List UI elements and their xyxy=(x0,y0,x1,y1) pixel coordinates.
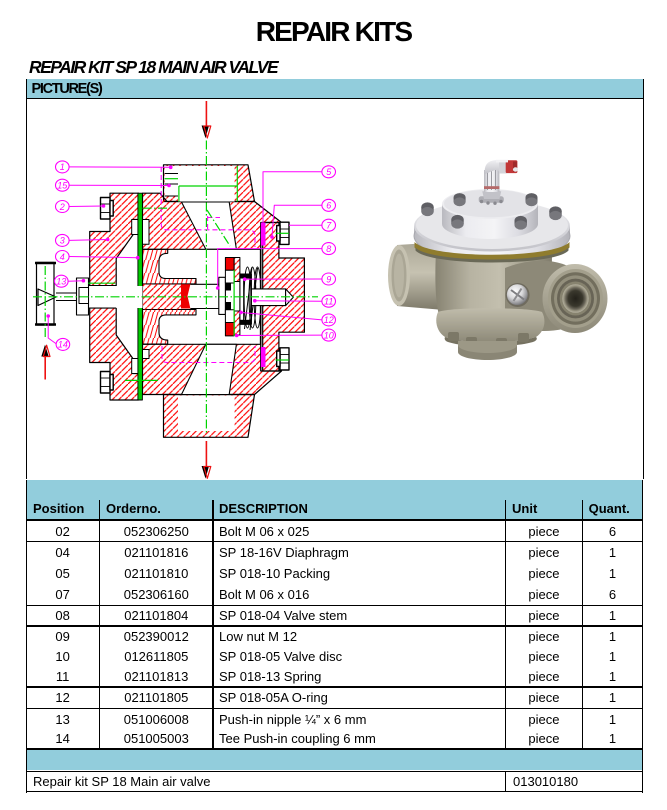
svg-text:11: 11 xyxy=(324,297,333,307)
svg-text:3: 3 xyxy=(60,236,65,246)
svg-text:9: 9 xyxy=(326,274,331,284)
svg-text:15: 15 xyxy=(57,181,68,191)
svg-text:14: 14 xyxy=(58,340,68,350)
svg-text:6: 6 xyxy=(326,201,331,211)
svg-text:12: 12 xyxy=(324,315,334,325)
svg-text:10: 10 xyxy=(324,330,334,340)
svg-text:4: 4 xyxy=(60,252,65,262)
svg-text:8: 8 xyxy=(326,244,331,254)
svg-text:2: 2 xyxy=(59,202,65,212)
svg-text:7: 7 xyxy=(326,221,332,231)
svg-text:1: 1 xyxy=(60,162,65,172)
svg-text:5: 5 xyxy=(326,167,332,177)
svg-text:13: 13 xyxy=(56,277,66,287)
